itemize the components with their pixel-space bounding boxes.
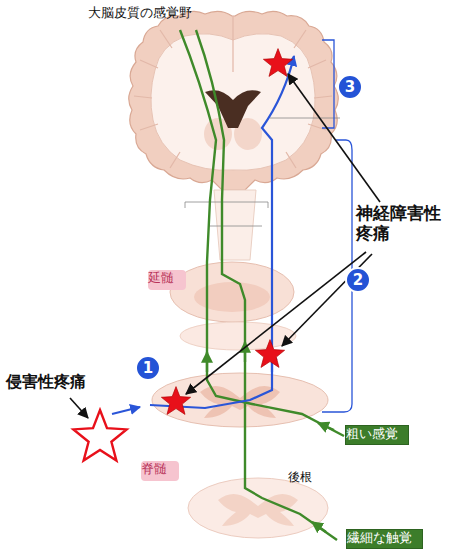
sulci: [134, 16, 332, 168]
medulla-slice: [170, 262, 294, 322]
spinal-cord: [188, 478, 328, 538]
pain-burst: [263, 49, 292, 77]
sensation-name: 粗い感覚: [346, 426, 408, 442]
callout-label: 神経障害性疼痛: [356, 203, 448, 244]
gray-matter: [218, 494, 298, 526]
callout-label: 侵害性疼痛: [6, 372, 86, 391]
region-name: 延髄: [148, 270, 186, 286]
callout-number: 2: [353, 273, 363, 288]
region-tag: 延髄: [148, 270, 186, 290]
region-tag: 脊髄: [141, 461, 179, 481]
pain-burst: [255, 340, 284, 368]
nociceptive-burst: [73, 410, 126, 461]
callout-circle: 3: [337, 74, 363, 100]
brainstem: [214, 190, 256, 260]
pain-burst: [161, 387, 190, 415]
leader-arrows: [70, 74, 380, 418]
blue-pathway: [112, 56, 294, 414]
callout-circle: 1: [135, 355, 161, 381]
region-name: 脊髄: [141, 461, 179, 477]
callout-circle: 2: [345, 267, 371, 293]
green-pathways: [180, 30, 344, 540]
part-label: 後根: [288, 470, 312, 484]
sensation-tag: 粗い感覚: [345, 425, 409, 445]
sensation-name: 繊細な触覚: [347, 530, 422, 546]
callout-number: 1: [143, 361, 153, 376]
guide-lines: [185, 118, 340, 226]
lower-medulla: [180, 322, 296, 350]
spinal-cord: [152, 373, 328, 427]
ventricles: [205, 90, 261, 128]
sensation-tag: 繊細な触覚: [346, 529, 423, 549]
medulla-nuclei: [194, 282, 270, 312]
area-label: 大脳皮質の感覚野: [88, 5, 192, 21]
callout-number: 3: [345, 80, 355, 95]
